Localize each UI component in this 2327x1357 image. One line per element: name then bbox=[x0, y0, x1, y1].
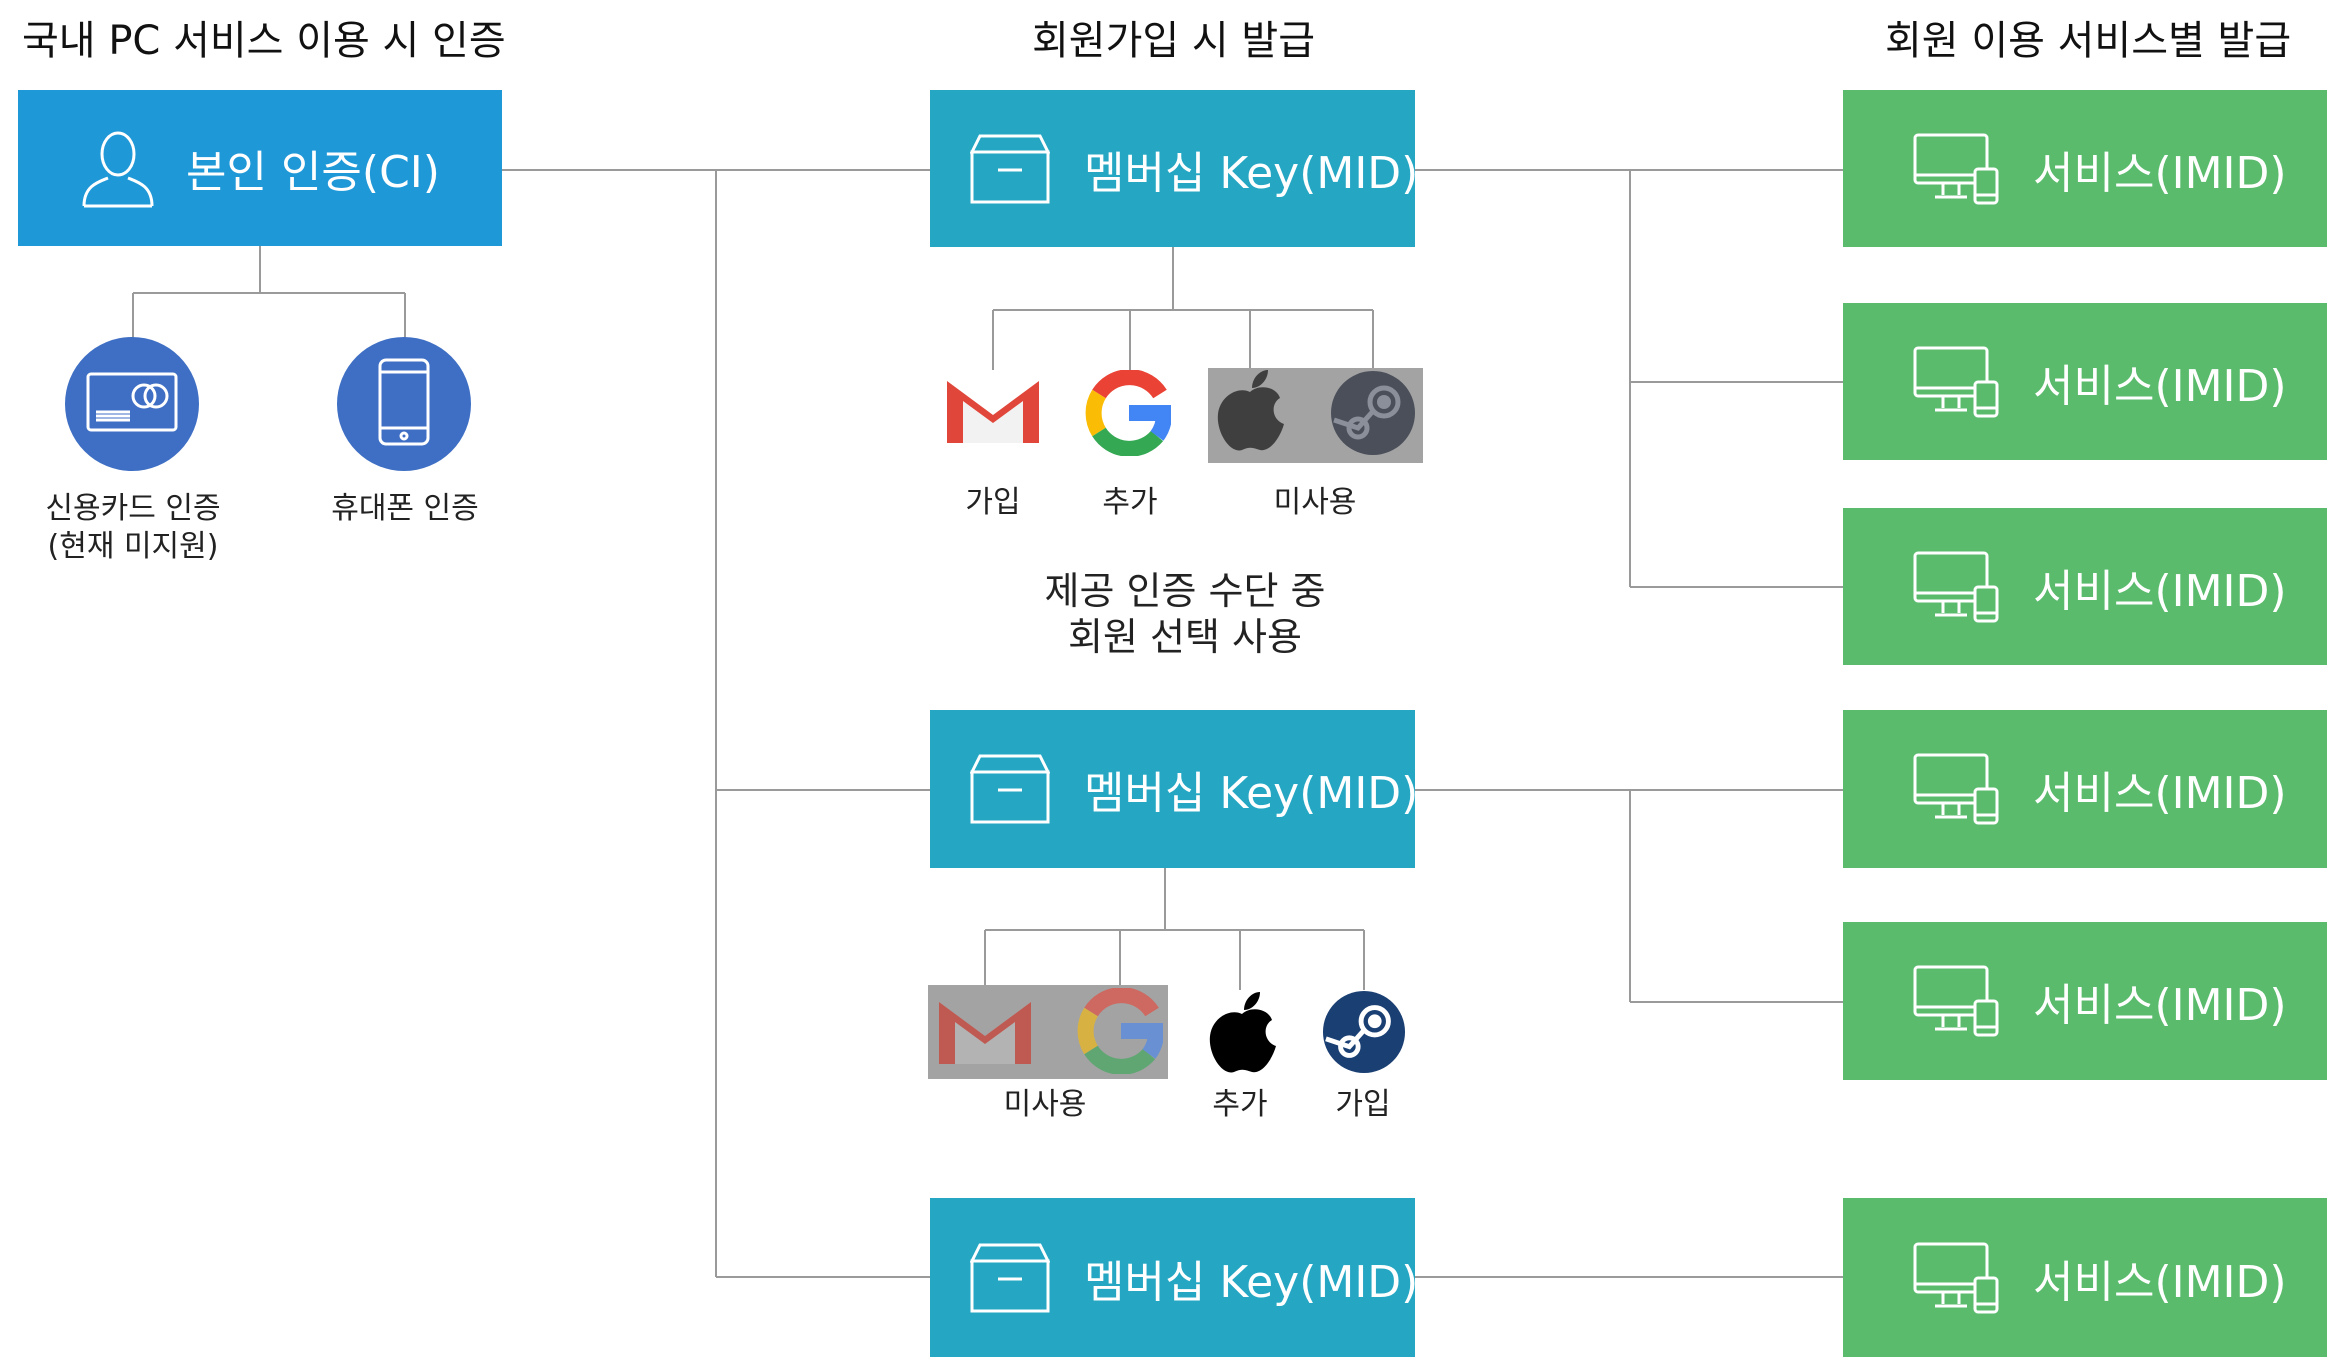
mobile-phone-label: 휴대폰 인증 bbox=[331, 491, 479, 526]
service-box-5: 서비스(IMID) bbox=[1843, 922, 2327, 1080]
devices-icon bbox=[1913, 133, 1999, 205]
membership-label: 멤버십 Key(MID) bbox=[1084, 768, 1419, 819]
header-right: 회원 이용 서비스별 발급 bbox=[1885, 18, 2292, 64]
header-left: 국내 PC 서비스 이용 시 인증 bbox=[22, 18, 506, 64]
devices-icon bbox=[1913, 1242, 1999, 1314]
gmail-icon bbox=[935, 992, 1035, 1072]
service-box-2: 서비스(IMID) bbox=[1843, 303, 2327, 460]
selection-note: 제공 인증 수단 중 회원 선택 사용 bbox=[1044, 569, 1326, 659]
service-box-1: 서비스(IMID) bbox=[1843, 90, 2327, 247]
unused-label: 미사용 bbox=[1003, 1087, 1087, 1122]
service-label: 서비스(IMID) bbox=[2033, 565, 2287, 617]
connector bbox=[1415, 789, 1843, 1003]
google-add-label: 추가 bbox=[1102, 485, 1158, 520]
membership-box-1: 멤버십 Key(MID) bbox=[930, 90, 1419, 247]
steam-icon bbox=[1330, 370, 1416, 460]
membership-label: 멤버십 Key(MID) bbox=[1084, 147, 1419, 199]
user-icon bbox=[80, 128, 156, 208]
connector bbox=[132, 245, 406, 338]
connector bbox=[1415, 169, 1843, 588]
connector bbox=[992, 246, 1374, 370]
credit-card-icon bbox=[86, 372, 178, 436]
devices-icon bbox=[1913, 965, 1999, 1037]
unused-label: 미사용 bbox=[1273, 485, 1357, 520]
identity-ci-box: 본인 인증(CI) bbox=[18, 90, 502, 246]
service-label: 서비스(IMID) bbox=[2033, 147, 2287, 199]
devices-icon bbox=[1913, 551, 1999, 623]
steam-join-label: 가입 bbox=[1335, 1087, 1391, 1122]
archive-box-icon bbox=[970, 1243, 1050, 1313]
membership-box-2: 멤버십 Key(MID) bbox=[930, 710, 1419, 868]
devices-icon bbox=[1913, 346, 1999, 418]
google-icon bbox=[1085, 369, 1172, 460]
mobile-phone-circle bbox=[337, 337, 471, 471]
service-label: 서비스(IMID) bbox=[2033, 1256, 2287, 1308]
apple-icon bbox=[1214, 368, 1286, 458]
google-icon bbox=[1077, 987, 1164, 1078]
header-middle: 회원가입 시 발급 bbox=[1032, 18, 1316, 64]
service-box-6: 서비스(IMID) bbox=[1843, 1198, 2327, 1357]
apple-add-label: 추가 bbox=[1212, 1087, 1268, 1122]
gmail-icon bbox=[943, 371, 1043, 451]
credit-card-label: 신용카드 인증 (현재 미지원) bbox=[45, 491, 221, 564]
steam-icon bbox=[1322, 990, 1406, 1078]
service-label: 서비스(IMID) bbox=[2033, 360, 2287, 412]
mobile-phone-icon bbox=[378, 358, 430, 450]
service-label: 서비스(IMID) bbox=[2033, 980, 2287, 1031]
credit-card-circle bbox=[65, 337, 199, 471]
service-box-3: 서비스(IMID) bbox=[1843, 508, 2327, 665]
service-label: 서비스(IMID) bbox=[2033, 768, 2287, 819]
connector bbox=[984, 866, 1365, 990]
archive-box-icon bbox=[970, 754, 1050, 824]
connector bbox=[502, 169, 930, 1278]
service-box-4: 서비스(IMID) bbox=[1843, 710, 2327, 868]
membership-box-3: 멤버십 Key(MID) bbox=[930, 1198, 1419, 1357]
membership-label: 멤버십 Key(MID) bbox=[1084, 1256, 1419, 1308]
identity-ci-label: 본인 인증(CI) bbox=[186, 147, 440, 198]
archive-box-icon bbox=[970, 134, 1050, 204]
devices-icon bbox=[1913, 753, 1999, 825]
apple-icon bbox=[1206, 990, 1278, 1080]
gmail-join-label: 가입 bbox=[965, 485, 1021, 520]
